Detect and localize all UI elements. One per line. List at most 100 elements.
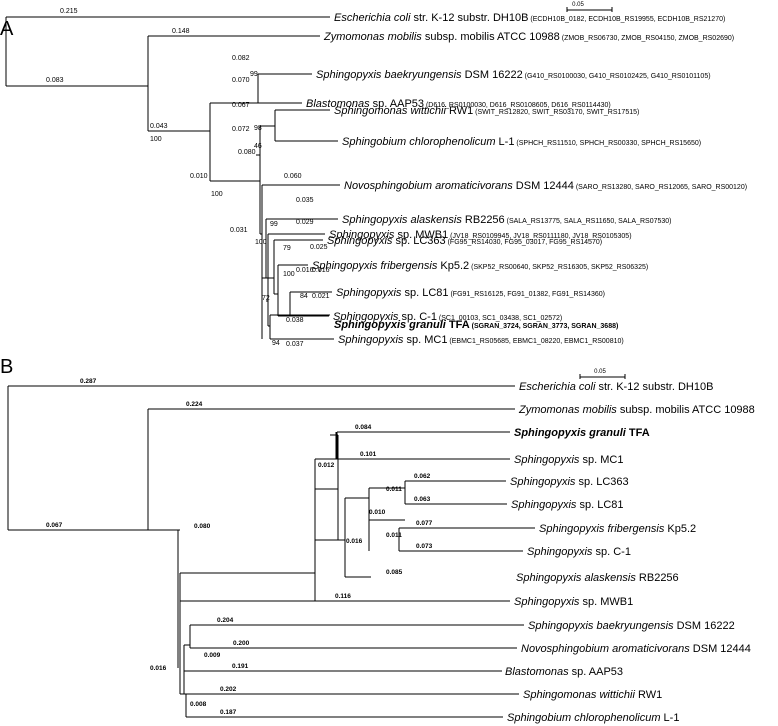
panel-b-wittichii-clade (183, 645, 519, 718)
panel-b-taxon-blast: Blastomonas sp. AAP53 (505, 666, 623, 678)
panel-a-support-lc: 84 (300, 293, 308, 300)
panel-b-bl-in016: 0.016 (346, 538, 363, 545)
panel-a-support-fr2: 100 (283, 271, 295, 278)
panel-a-scale-bar: 0.05 (566, 2, 613, 12)
panel-b-bl-in008: 0.008 (190, 701, 207, 708)
panel-a-bl-granuli: 0.038 (286, 317, 304, 324)
panel-a-support-sphx: 100 (255, 239, 267, 246)
panel-a-taxon-switt: Sphingomonas wittichii RW1 (SWIT_RS12820… (334, 105, 639, 117)
panel-b-taxon-ecoli: Escherichia coli str. K-12 substr. DH10B (519, 381, 713, 393)
panel-a-bl-schlo: 0.072 (232, 126, 250, 133)
panel-b-bl-alask: 0.085 (386, 569, 403, 576)
panel-a-taxon-mc1: Sphingopyxis sp. MC1 (EBMC1_RS05685, EBM… (338, 334, 624, 346)
panel-b-bl-lc81: 0.063 (414, 496, 431, 503)
panel-b-scale-bar: 0.05 (579, 369, 626, 379)
panel-a-taxon-lc81: Sphingopyxis sp. LC81 (FG91_RS16125, FG9… (336, 287, 605, 299)
panel-b-taxon-c1: Sphingopyxis sp. C-1 (527, 546, 631, 558)
panel-b-bl-in011a: 0.011 (386, 486, 402, 493)
panel-a-support-ssub: 46 (254, 143, 262, 150)
panel-b-bl-mc1: 0.101 (360, 451, 377, 458)
panel-a-taxon-frib: Sphingopyxis fribergensis Kp5.2 (SKP52_R… (312, 260, 648, 272)
panel-a: A 0.05 Escherichia coli str. K-12 substr… (0, 2, 747, 348)
panel-b-bl-switt: 0.202 (220, 686, 237, 693)
panel-a-taxon-c1: Sphingopyxis sp. C-1 (SC1_00103, SC1_034… (333, 311, 562, 323)
panel-a-bl-inner1: 0.043 (150, 123, 168, 130)
panel-b: B 0.05 (0, 356, 626, 668)
panel-b-bl-in011b: 0.011 (386, 532, 402, 539)
panel-a-taxon-mwb1: Sphingopyxis sp. MWB1 (JV18_RS0109945, J… (329, 229, 632, 241)
panel-a-bl-lc81: 0.016 (312, 267, 330, 274)
panel-a-support-al: 99 (270, 221, 278, 228)
panel-a-letter: A (0, 18, 14, 40)
panel-b-bl-novo: 0.200 (233, 640, 250, 647)
panel-a-bl-zmob: 0.148 (172, 28, 190, 35)
panel-a-bl-lc363: 0.029 (296, 219, 314, 226)
panel-a-bl-sbaek: 0.082 (232, 55, 250, 62)
panel-a-bl-lc81c1: 0.016 (296, 267, 314, 274)
panel-a-bl-inner2: 0.010 (190, 173, 208, 180)
panel-b-labels: Escherichia coli str. K-12 substr. DH10B… (505, 381, 755, 724)
panel-b-taxon-mwb1: Sphingopyxis sp. MWB1 (514, 596, 633, 608)
panel-a-taxon-schlo: Sphingobium chlorophenolicum L-1 (SPHCH_… (342, 136, 701, 148)
panel-a-support-sb: 99 (250, 71, 258, 78)
panel-a-support-fr: 79 (283, 245, 291, 252)
panel-b-bl-zmob: 0.224 (186, 401, 203, 408)
panel-a-scale-label: 0.05 (572, 2, 584, 8)
panel-a-taxon-sbaek: Sphingopyxis baekryungensis DSM 16222 (G… (316, 69, 711, 81)
panel-a-bl-ecoli: 0.215 (60, 8, 78, 15)
panel-b-taxon-mc1: Sphingopyxis sp. MC1 (514, 454, 623, 466)
panel-b-taxon-lc81: Sphingopyxis sp. LC81 (511, 499, 624, 511)
panel-a-taxon-blast: Blastomonas sp. AAP53 (D616_RS0100030, D… (306, 98, 611, 110)
panel-a-taxon-novo: Novosphingobium aromaticivorans DSM 1244… (344, 180, 747, 192)
panel-b-bl-in009: 0.009 (204, 652, 221, 659)
panel-b-taxon-schlo: Sphingobium chlorophenolicum L-1 (507, 712, 679, 724)
panel-b-letter: B (0, 356, 13, 378)
panel-b-bl-granuli: 0.084 (355, 424, 372, 431)
panel-b-branch-lengths: 0.287 0.067 0.224 0.084 0.101 0.012 0.06… (46, 378, 433, 716)
panel-b-bl-c1: 0.073 (416, 543, 433, 550)
panel-b-bl-sphx: 0.080 (194, 523, 211, 530)
panel-a-bl-switt: 0.067 (232, 102, 250, 109)
panel-a-support-sw: 98 (254, 125, 262, 132)
panel-b-bl-in016b: 0.016 (150, 665, 167, 672)
panel-a-taxon-granuli: Sphingopyxis granuli TFA (SGRAN_3724, SG… (334, 319, 618, 331)
panel-a-bl-blast: 0.070 (232, 77, 250, 84)
panel-b-bl-root-in: 0.067 (46, 522, 63, 529)
panel-b-bl-mwb1: 0.116 (335, 593, 351, 600)
panel-a-support-big: 100 (211, 191, 223, 198)
panel-b-taxon-lc363: Sphingopyxis sp. LC363 (510, 476, 629, 488)
panel-a-bl-c1: 0.021 (312, 293, 330, 300)
panel-a-bl-sphx: 0.031 (230, 227, 248, 234)
panel-a-taxon-ecoli: Escherichia coli str. K-12 substr. DH10B… (334, 12, 725, 24)
panel-b-taxon-novo: Novosphingobium aromaticivorans DSM 1244… (521, 643, 751, 655)
panel-a-bl-frib: 0.025 (310, 244, 328, 251)
panel-b-sphingopyxis-clade (314, 431, 535, 578)
panel-a-support-root: 100 (150, 136, 162, 143)
panel-a-taxon-zmob: Zymomonas mobilis subsp. mobilis ATCC 10… (323, 31, 734, 43)
panel-b-taxon-alask: Sphingopyxis alaskensis RB2256 (516, 572, 679, 584)
panel-a-bl-root-in: 0.083 (46, 77, 64, 84)
panel-b-taxon-sbaek: Sphingopyxis baekryungensis DSM 16222 (528, 620, 735, 632)
panel-b-bl-frib: 0.077 (416, 520, 433, 527)
panel-b-taxon-frib: Sphingopyxis fribergensis Kp5.2 (539, 523, 696, 535)
panel-a-support-core: 72 (262, 295, 270, 302)
panel-a-support-gr: 94 (272, 340, 280, 347)
panel-a-tree-branches (5, 16, 340, 340)
panel-a-bl-mc1: 0.037 (286, 341, 304, 348)
panel-a-taxon-alask: Sphingopyxis alaskensis RB2256 (SALA_RS1… (342, 214, 672, 226)
panel-a-bl-alask: 0.035 (296, 197, 314, 204)
panel-b-taxon-zmob: Zymomonas mobilis subsp. mobilis ATCC 10… (518, 404, 755, 416)
panel-b-taxon-granuli: Sphingopyxis granuli TFA (514, 427, 650, 439)
panel-b-taxon-switt: Sphingomonas wittichii RW1 (523, 689, 662, 701)
panel-b-bl-in010: 0.010 (369, 509, 386, 516)
panel-b-bl-ecoli: 0.287 (80, 378, 97, 385)
panel-b-basal-branches (179, 572, 524, 695)
panel-b-bl-sbaek: 0.204 (217, 617, 234, 624)
panel-b-bl-blast: 0.191 (232, 663, 249, 670)
panel-a-bl-mwb1: 0.060 (284, 173, 302, 180)
panel-a-taxon-lc363: Sphingopyxis sp. LC363 (FG95_RS14030, FG… (327, 235, 602, 247)
panel-b-bl-in012: 0.012 (318, 462, 335, 469)
panel-b-tree-branches (7, 385, 515, 668)
panel-b-bl-schlo: 0.187 (220, 709, 237, 716)
